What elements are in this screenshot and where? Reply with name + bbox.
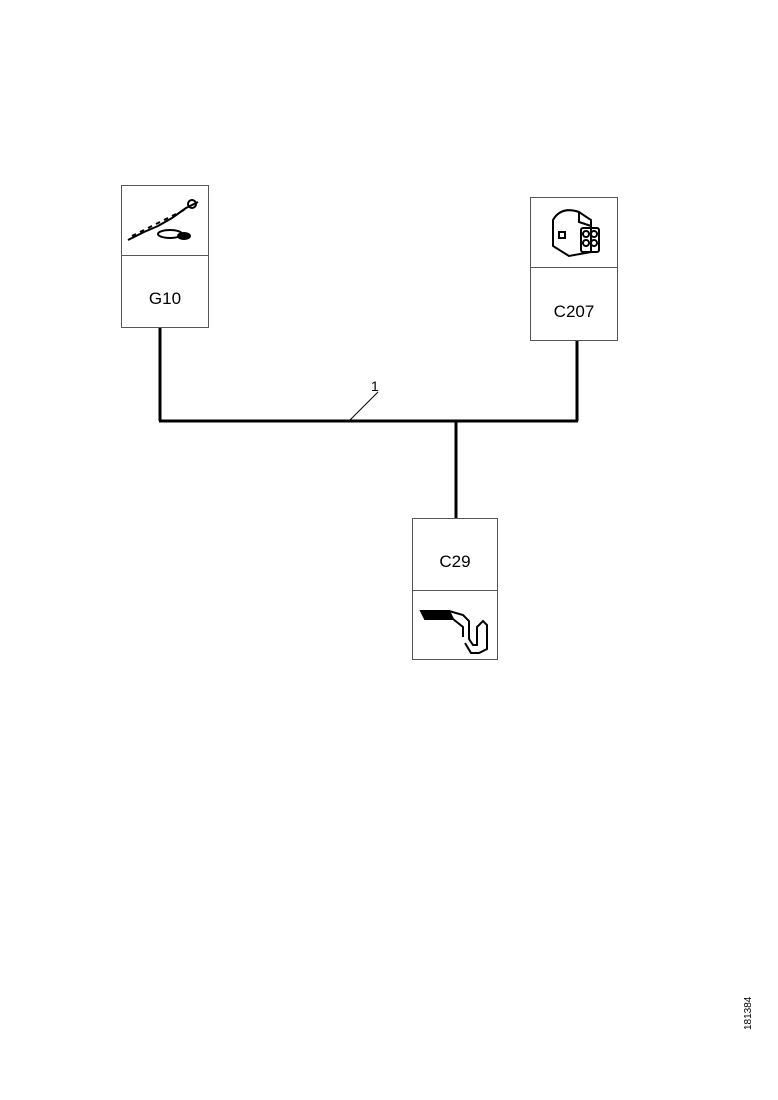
document-number: 181384: [743, 996, 754, 1030]
c29-label: C29: [439, 552, 471, 571]
terminal-clip-icon: [419, 610, 488, 654]
c207-label: C207: [553, 302, 595, 321]
g10-label: G10: [148, 289, 182, 308]
c207-image-cell: [531, 198, 617, 268]
c29-image-cell: [413, 590, 497, 660]
component-g10: G10: [121, 185, 209, 328]
callout-leader-line: [349, 391, 379, 421]
ground-strap-icon: [127, 199, 199, 241]
g10-image-cell: [122, 186, 208, 256]
wire-callout-number: 1: [371, 378, 379, 394]
component-c207: C207: [530, 197, 618, 341]
component-c29: C29: [412, 518, 498, 660]
connector-housing-icon: [552, 209, 600, 258]
